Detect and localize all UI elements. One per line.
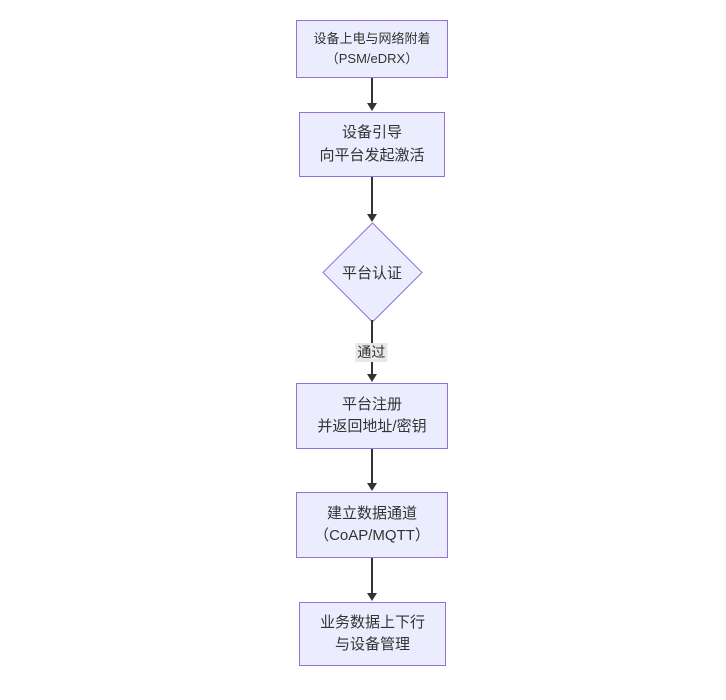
node-platform-register: 平台注册 并返回地址/密钥 [296,383,448,449]
edge-label-pass: 通过 [355,343,388,362]
node-label-line1: 建立数据通道 [326,504,417,522]
node-label-line1: 平台注册 [341,395,402,413]
arrow-down-icon [367,103,377,111]
node-label-line1: 设备上电与网络附着 [313,30,431,46]
node-business-data-device-mgmt: 业务数据上下行 与设备管理 [299,602,446,666]
node-establish-data-channel: 建立数据通道 （CoAP/MQTT） [296,492,448,558]
node-label-line1: 平台认证 [341,264,402,282]
edge-line [371,449,373,483]
edge-line [371,78,373,103]
node-label-line2: 并返回地址/密钥 [317,418,427,435]
edge-line [371,177,373,214]
node-platform-auth-decision: 平台认证 [322,222,423,323]
node-label-line2: 向平台发起激活 [319,146,425,164]
edge-b-c [366,177,378,222]
edge-line [371,558,373,593]
arrow-down-icon [367,593,377,601]
node-label-line2: 与设备管理 [334,636,410,653]
node-label-line1: 设备引导 [341,124,402,141]
node-device-bootstrap: 设备引导 向平台发起激活 [299,112,445,177]
node-label-line2: （CoAP/MQTT） [314,527,430,544]
node-power-on-network-attach: 设备上电与网络附着 （PSM/eDRX） [296,20,448,78]
node-label-line2: （PSM/eDRX） [325,51,419,66]
edge-d-e [366,449,378,491]
arrow-down-icon [367,214,377,222]
arrow-down-icon [367,374,377,382]
edge-a-b [366,78,378,111]
node-label-line1: 业务数据上下行 [319,613,425,631]
arrow-down-icon [367,483,377,491]
edge-e-f [366,558,378,601]
